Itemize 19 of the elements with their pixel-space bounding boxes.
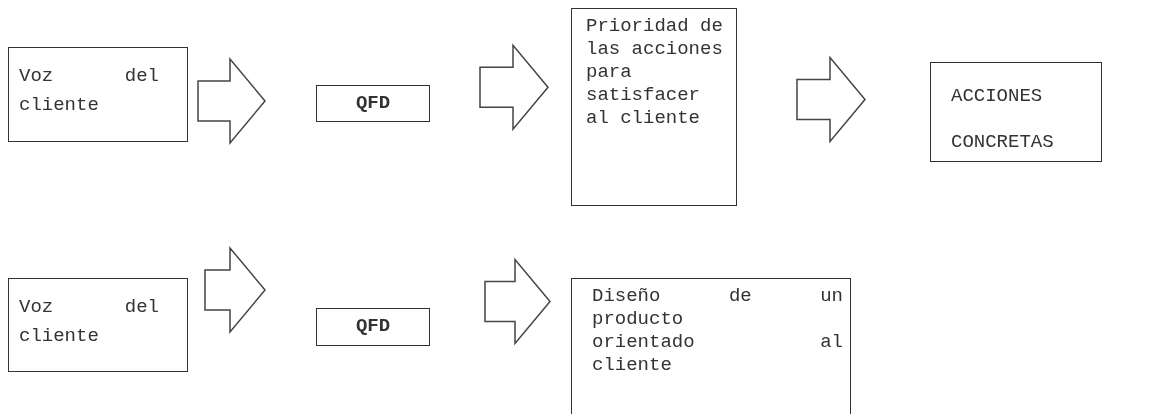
process-box	[316, 308, 430, 346]
process-box	[930, 62, 1102, 162]
process-box	[8, 278, 188, 372]
process-box	[571, 278, 851, 414]
process-box	[8, 47, 188, 142]
block-arrow	[204, 245, 266, 335]
box-text: QFD	[354, 314, 392, 339]
block-arrow	[484, 257, 551, 346]
box-text: Voz del cliente	[19, 64, 159, 118]
process-box	[316, 85, 430, 122]
block-arrow	[197, 56, 266, 146]
block-arrow	[479, 43, 549, 132]
process-box	[571, 8, 737, 206]
block-arrow	[796, 55, 866, 144]
box-text: Voz del cliente	[19, 295, 159, 349]
box-text: Diseño de un producto orientado al cliente	[592, 285, 843, 377]
box-text: QFD	[354, 91, 392, 116]
box-text: ACCIONES CONCRETAS	[951, 84, 1055, 155]
box-text: Prioridad de las acciones para satisfacer al cliente	[586, 15, 724, 130]
